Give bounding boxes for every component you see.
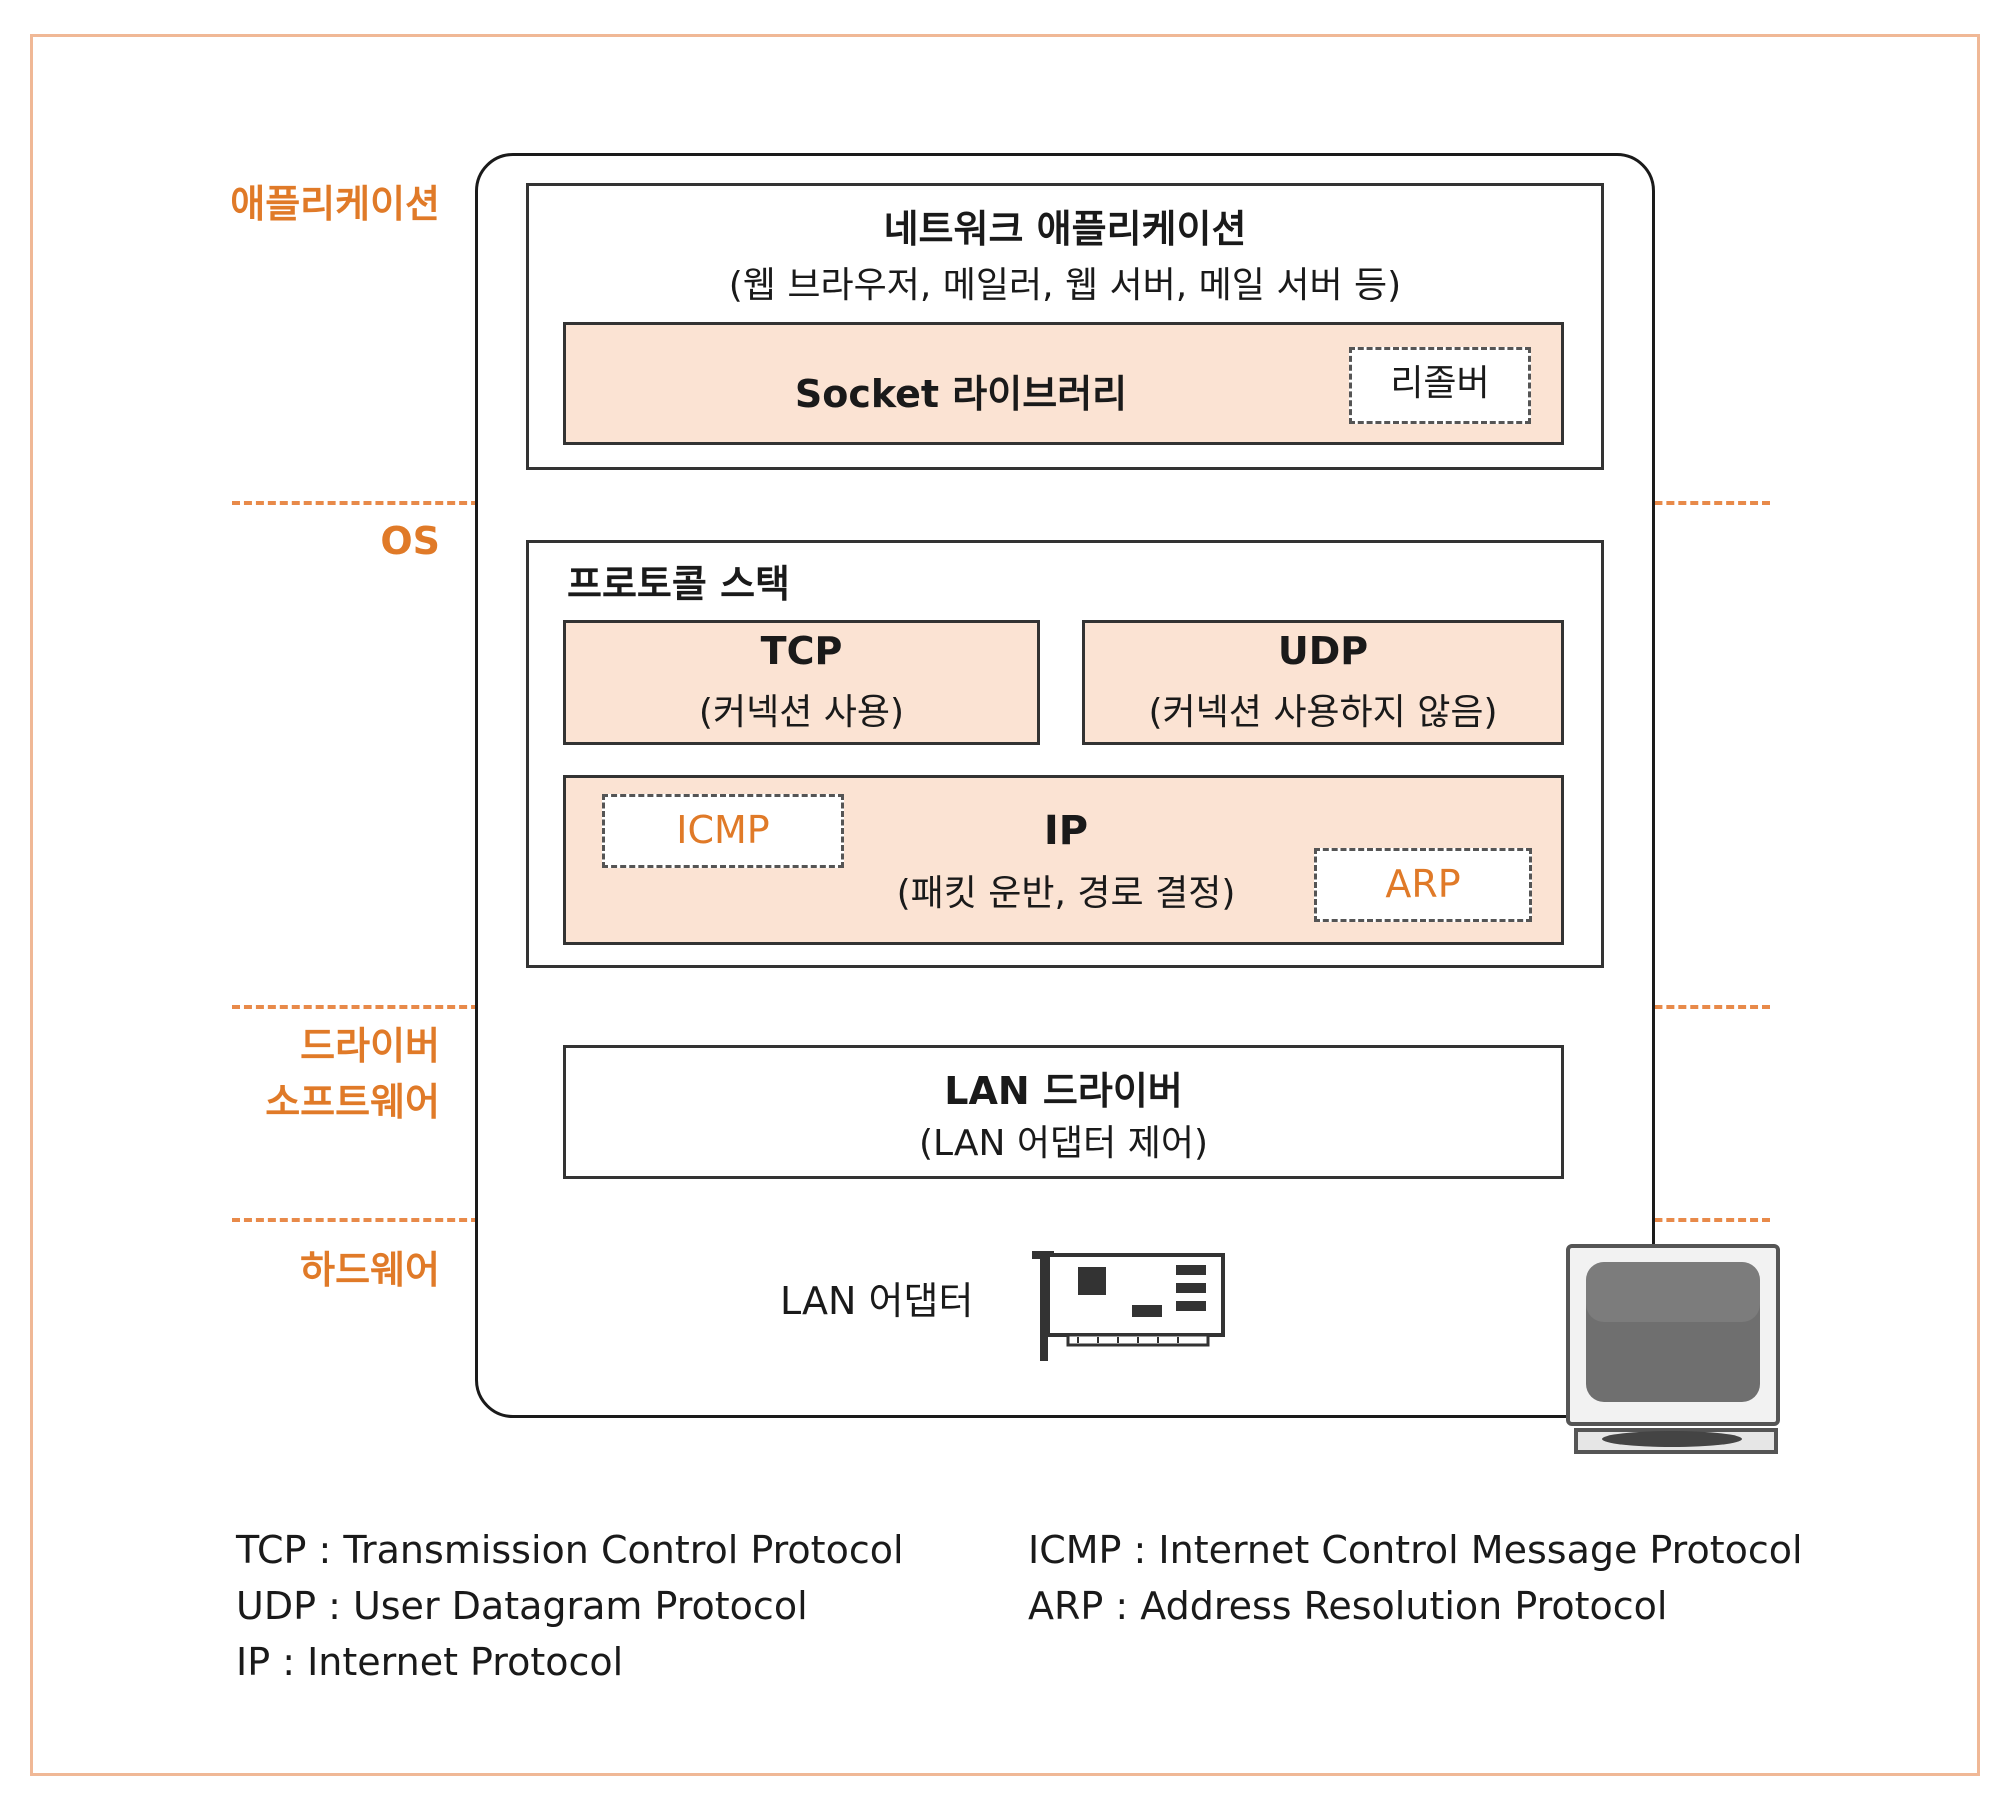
lan-adapter-label: LAN 어댑터: [780, 1279, 974, 1323]
lan-driver-box: LAN 드라이버 (LAN 어댑터 제어): [563, 1045, 1564, 1179]
legend-tcp: TCP : Transmission Control Protocol: [236, 1528, 904, 1572]
layer-label-driver-2: 소프트웨어: [265, 1080, 440, 1124]
ip-title: IP: [1043, 808, 1089, 854]
network-application-title: 네트워크 애플리케이션: [883, 207, 1247, 251]
lan-driver-subtitle: (LAN 어댑터 제어): [918, 1123, 1209, 1164]
layer-label-os: OS: [380, 519, 440, 563]
lan-driver-title: LAN 드라이버: [944, 1069, 1183, 1113]
udp-subtitle: (커넥션 사용하지 않음): [1148, 692, 1498, 733]
tcp-title: TCP: [760, 629, 843, 673]
arp-box: ARP: [1314, 848, 1532, 922]
udp-title: UDP: [1277, 629, 1369, 673]
ip-subtitle: (패킷 운반, 경로 결정): [896, 873, 1236, 914]
layer-label-application: 애플리케이션: [230, 182, 440, 226]
socket-library-label: Socket 라이브러리: [794, 372, 1128, 416]
resolver-box: 리졸버: [1349, 347, 1531, 424]
legend-icmp: ICMP : Internet Control Message Protocol: [1028, 1528, 1803, 1572]
legend-udp: UDP : User Datagram Protocol: [236, 1584, 808, 1628]
icmp-box: ICMP: [602, 794, 844, 868]
network-application-subtitle: (웹 브라우저, 메일러, 웹 서버, 메일 서버 등): [728, 265, 1402, 306]
network-card-icon: [1028, 1245, 1233, 1370]
socket-library-box: Socket 라이브러리 리졸버: [563, 322, 1564, 445]
tcp-subtitle: (커넥션 사용): [698, 692, 905, 733]
udp-box: UDP (커넥션 사용하지 않음): [1082, 620, 1564, 745]
tcp-box: TCP (커넥션 사용): [563, 620, 1040, 745]
ip-box: ICMP IP (패킷 운반, 경로 결정) ARP: [563, 775, 1564, 945]
figure-frame: [30, 34, 1980, 1776]
layer-label-hardware: 하드웨어: [300, 1248, 440, 1292]
protocol-stack-title: 프로토콜 스택: [567, 562, 790, 606]
legend-arp: ARP : Address Resolution Protocol: [1028, 1584, 1668, 1628]
layer-label-driver-1: 드라이버: [300, 1024, 440, 1068]
legend-ip: IP : Internet Protocol: [236, 1640, 624, 1684]
monitor-icon: [1560, 1242, 1785, 1462]
